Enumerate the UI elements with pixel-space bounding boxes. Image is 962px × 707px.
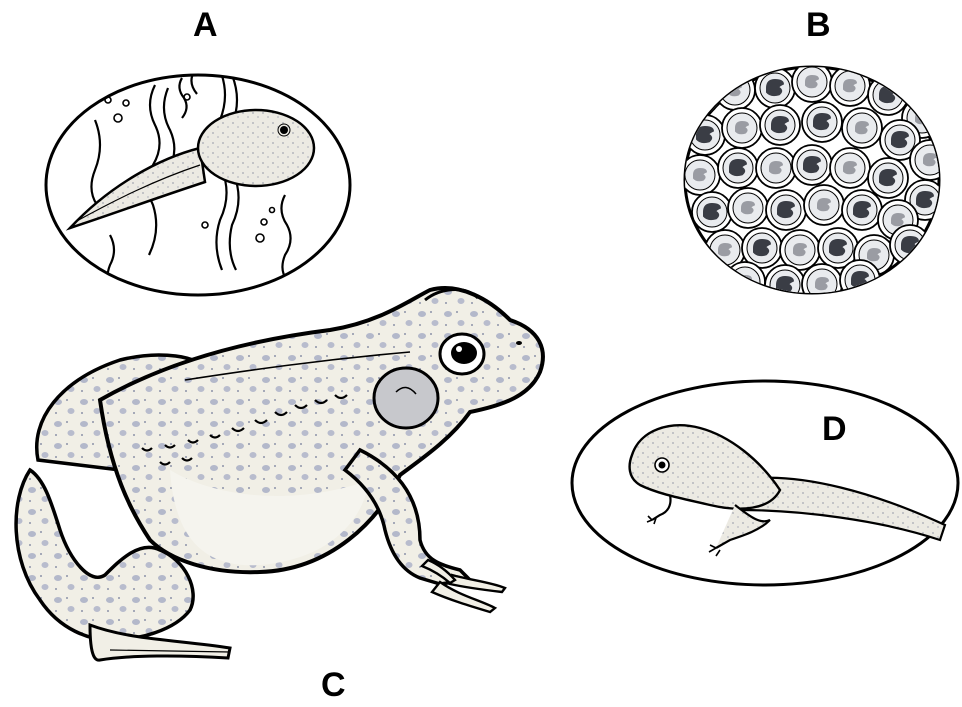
- panel-d-froglet: [572, 381, 958, 585]
- panel-b-eggs: [680, 62, 950, 305]
- egg-embryo: [691, 86, 709, 103]
- label-c: C: [321, 668, 346, 702]
- egg-jelly: [685, 80, 715, 110]
- adult-frog-icon: [16, 288, 543, 660]
- panel-a-tadpole: [46, 70, 350, 295]
- label-d: D: [822, 412, 847, 446]
- label-a: A: [193, 8, 218, 42]
- egg: [680, 75, 720, 115]
- label-b: B: [806, 8, 831, 42]
